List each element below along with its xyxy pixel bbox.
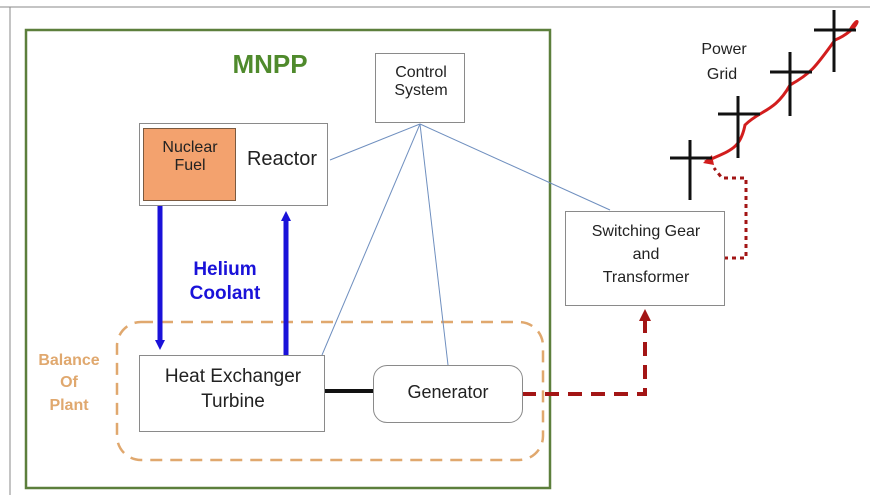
control-system-box[interactable]: Control System: [375, 53, 465, 123]
balance-of-plant-label: Balance Of Plant: [28, 350, 110, 417]
grid-tower-3: [770, 52, 812, 116]
and-text: and: [632, 246, 660, 264]
nuclear-fuel-label: Nuclear Fuel: [162, 139, 218, 175]
power-grid-label: Power Grid: [684, 38, 764, 88]
grid-tower-2: [718, 96, 760, 158]
plant-label-text: Plant: [49, 396, 89, 414]
grid-towers: [670, 10, 856, 200]
power-text: Power: [701, 41, 747, 58]
transformer-text: Transformer: [602, 269, 690, 287]
nuclear-fuel-box[interactable]: Nuclear Fuel: [143, 128, 236, 201]
grid-tower-4: [814, 10, 856, 72]
heat-exchanger-text: Heat Exchanger: [164, 366, 302, 387]
reactor-box[interactable]: Nuclear Fuel Reactor: [139, 123, 328, 206]
control-link-generator: [419, 123, 449, 366]
grid-text: Grid: [706, 65, 738, 83]
heat-exchanger-turbine-box[interactable]: Heat Exchanger Turbine: [139, 355, 325, 432]
balance-label: Balance: [38, 352, 100, 369]
helium-coolant-label: Helium Coolant: [178, 258, 272, 306]
coolant-label: Coolant: [189, 282, 261, 304]
control-link-heat-exchanger: [321, 123, 421, 356]
control-system-label: Control System: [394, 64, 448, 100]
power-path-switchgear-to-grid: [712, 167, 748, 260]
of-label: Of: [60, 374, 78, 392]
control-link-switching-gear: [419, 123, 611, 211]
switching-gear-label: Switching Gear and Transformer: [568, 220, 724, 290]
switching-gear-text: Switching Gear: [591, 223, 701, 240]
turbine-text: Turbine: [201, 390, 265, 412]
generator-box[interactable]: Generator: [373, 365, 523, 423]
helium-label: Helium: [193, 259, 257, 280]
mnpp-boundary: [24, 28, 552, 490]
generator-label: Generator: [407, 382, 489, 402]
control-link-reactor: [329, 123, 421, 161]
reactor-label: Reactor: [246, 148, 318, 170]
balance-of-plant-boundary: [115, 320, 545, 462]
heat-exchanger-label: Heat Exchanger Turbine: [144, 365, 322, 414]
plant-label: MNPP: [232, 49, 308, 79]
switching-gear-box[interactable]: Switching Gear and Transformer: [565, 211, 725, 306]
control-links: [321, 123, 611, 366]
grid-tower-1: [670, 140, 712, 200]
power-path-generator-to-switchgear: [522, 309, 651, 396]
